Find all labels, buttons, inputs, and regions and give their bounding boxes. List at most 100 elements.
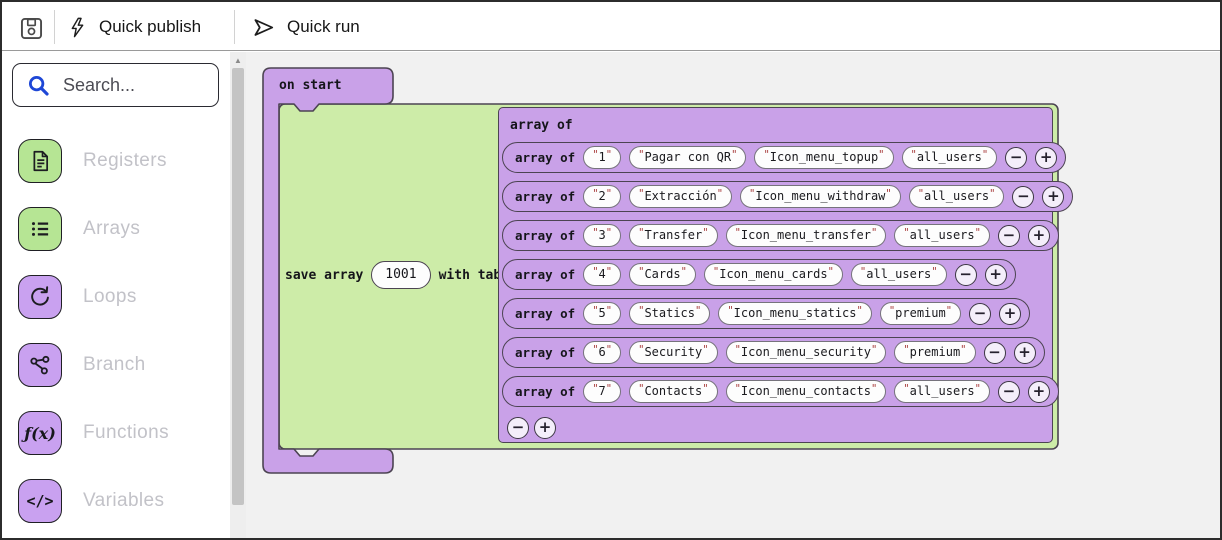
string-field[interactable]: "3" (583, 224, 622, 247)
string-field[interactable]: "2" (583, 185, 622, 208)
string-value: Statics (644, 306, 696, 320)
sidebar-scrollbar[interactable]: ▲ (230, 52, 246, 538)
row-label: array of (515, 345, 576, 360)
string-field[interactable]: "Icon_menu_statics" (718, 302, 872, 325)
search-box[interactable] (12, 63, 219, 107)
string-field[interactable]: "Security" (629, 341, 718, 364)
string-field[interactable]: "Icon_menu_contacts" (725, 380, 887, 403)
loop-arrow-icon (18, 275, 62, 319)
string-field[interactable]: "Icon_menu_withdraw" (740, 185, 901, 208)
document-icon (18, 139, 62, 183)
string-field[interactable]: "1" (583, 146, 622, 169)
quote-mark: " (605, 188, 613, 200)
string-field[interactable]: "Icon_menu_topup" (754, 146, 894, 169)
add-row-button[interactable]: + (534, 417, 556, 439)
remove-item-button[interactable]: − (954, 263, 977, 286)
string-field[interactable]: "Contacts" (629, 380, 718, 403)
string-field[interactable]: "Icon_menu_cards" (703, 263, 843, 286)
string-field[interactable]: "all_users" (850, 263, 947, 286)
array-row[interactable]: array of"4""Cards""Icon_menu_cards""all_… (502, 259, 1016, 290)
sidebar-item-label: Registers (83, 150, 167, 171)
string-value: 6 (598, 345, 606, 359)
array-row[interactable]: array of"2""Extracción""Icon_menu_withdr… (502, 181, 1074, 212)
string-field[interactable]: "Pagar con QR" (629, 146, 747, 169)
sidebar-item-functions[interactable]: ƒ(x) Functions (18, 411, 169, 455)
string-field[interactable]: "Icon_menu_security" (725, 341, 887, 364)
quote-mark: " (605, 227, 613, 239)
string-field[interactable]: "Transfer" (629, 224, 718, 247)
array-row[interactable]: array of "3" "Transfer" "Icon_menu_transfer… (502, 220, 1059, 251)
search-icon (28, 75, 49, 96)
add-item-button[interactable]: + (1013, 341, 1036, 364)
toolbar-divider (54, 10, 55, 44)
string-field[interactable]: "6" (583, 341, 622, 364)
string-value: 3 (598, 228, 606, 242)
string-field[interactable]: "all_users" (894, 380, 990, 403)
string-value: 2 (598, 189, 606, 203)
sidebar-item-label: Loops (83, 286, 137, 307)
string-field[interactable]: "4" (583, 263, 622, 286)
remove-item-button[interactable]: − (969, 302, 992, 325)
array-row[interactable]: array of "5" "Statics" "Icon_menu_statics" "… (502, 298, 1031, 329)
array-row[interactable]: array of "1" "Pagar con QR" "Icon_menu_topu… (502, 142, 1067, 173)
add-item-button[interactable]: + (999, 302, 1022, 325)
string-field[interactable]: "all_users" (894, 224, 990, 247)
array-id-field[interactable]: 1001 (371, 261, 431, 289)
string-field[interactable]: "5" (583, 302, 622, 325)
string-field[interactable]: "premium" (879, 302, 962, 325)
quick-publish-button[interactable]: Quick publish (66, 9, 201, 45)
scrollbar-thumb[interactable] (232, 68, 244, 505)
sidebar-item-arrays[interactable]: Arrays (18, 207, 140, 251)
add-item-button[interactable]: + (1042, 185, 1065, 208)
remove-item-button[interactable]: − (997, 380, 1020, 403)
add-item-button[interactable]: + (1035, 146, 1058, 169)
array-table-block[interactable]: array of array of"1""Pagar con QR""Icon_… (498, 107, 1074, 443)
array-row[interactable]: array of "6" "Security" "Icon_menu_security… (502, 337, 1045, 368)
string-value: Security (644, 345, 703, 359)
sidebar-item-label: Branch (83, 354, 146, 375)
remove-item-button[interactable]: − (1012, 185, 1035, 208)
array-row[interactable]: array of"7""Contacts""Icon_menu_contacts… (502, 376, 1059, 407)
quote-mark: " (974, 383, 981, 395)
send-icon (254, 18, 274, 36)
row-label: array of (515, 150, 576, 165)
sidebar-item-label: Functions (83, 422, 169, 443)
save-button[interactable] (15, 12, 47, 44)
string-field[interactable]: "Statics" (629, 302, 711, 325)
string-field[interactable]: "all_users" (908, 185, 1005, 208)
quote-mark: " (702, 383, 709, 395)
save-array-statement[interactable]: save array 1001 with table (285, 259, 517, 291)
add-item-button[interactable]: + (1027, 224, 1050, 247)
row-label: array of (515, 228, 576, 243)
quote-mark: " (605, 266, 613, 278)
string-value: 1 (598, 150, 606, 164)
sidebar-item-variables[interactable]: </> Variables (18, 479, 164, 523)
remove-row-button[interactable]: − (507, 417, 529, 439)
string-field[interactable]: "Icon_menu_transfer" (725, 224, 887, 247)
sidebar-item-registers[interactable]: Registers (18, 139, 167, 183)
remove-item-button[interactable]: − (983, 341, 1006, 364)
scroll-up-arrow-icon[interactable]: ▲ (234, 56, 242, 65)
row-label: array of (515, 306, 576, 321)
string-field[interactable]: "premium" (894, 341, 976, 364)
string-field[interactable]: "Extracción" (629, 185, 733, 208)
add-item-button[interactable]: + (984, 263, 1007, 286)
string-value: 5 (598, 306, 606, 320)
quote-mark: " (870, 383, 878, 395)
quick-run-button[interactable]: Quick run (250, 9, 360, 45)
quick-publish-label: Quick publish (99, 17, 202, 36)
string-field[interactable]: "7" (583, 380, 622, 403)
sidebar-item-loops[interactable]: Loops (18, 275, 137, 319)
search-input[interactable] (63, 74, 218, 96)
sidebar-item-branch[interactable]: Branch (18, 343, 146, 387)
string-value: Icon_menu_security (740, 345, 871, 359)
string-value: Icon_menu_statics (733, 306, 857, 320)
remove-item-button[interactable]: − (997, 224, 1020, 247)
string-field[interactable]: "Cards" (629, 263, 696, 286)
toolbar: Quick publish Quick run (2, 2, 1220, 51)
remove-item-button[interactable]: − (1005, 146, 1028, 169)
add-item-button[interactable]: + (1027, 380, 1050, 403)
quote-mark: " (989, 188, 996, 200)
string-value: 4 (598, 267, 606, 281)
string-field[interactable]: "all_users" (901, 146, 998, 169)
